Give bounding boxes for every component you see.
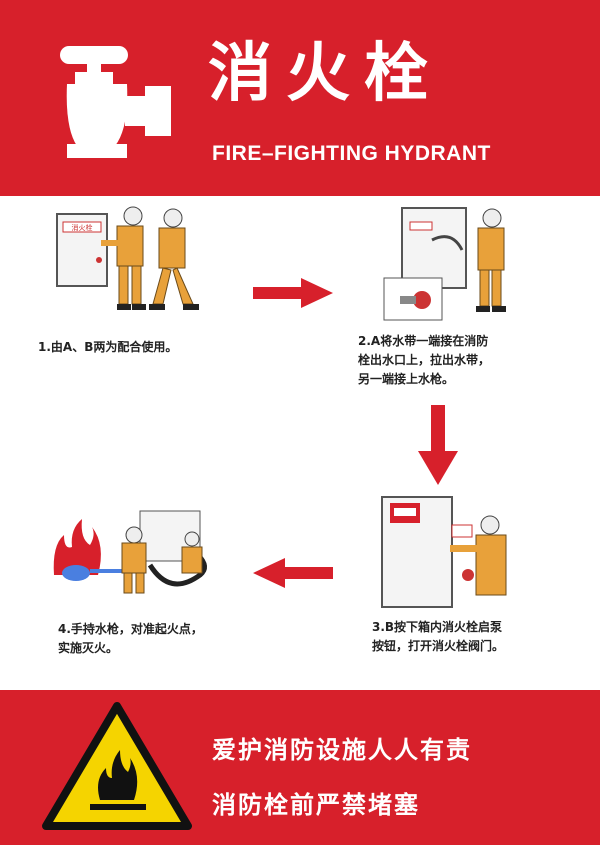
step4-illustration	[53, 510, 207, 594]
cabinet-label: 消火栓	[72, 223, 93, 232]
page-title: 消火栓	[208, 37, 442, 111]
slogan-1: 爱护消防设施人人有责	[212, 736, 472, 764]
step3-illustration	[381, 496, 507, 608]
step1-illustration: 消火栓	[56, 206, 199, 310]
flammable-warning-icon	[42, 702, 192, 830]
arrow-down-icon	[418, 405, 458, 485]
page-subtitle: FIRE–FIGHTING HYDRANT	[212, 142, 491, 165]
step2-illustration	[383, 207, 506, 321]
hydrant-icon	[60, 46, 171, 158]
step2-text: 2.A将水带一端接在消防 栓出水口上，拉出水带， 另一端接上水枪。	[358, 334, 491, 386]
arrow-right-icon	[253, 278, 333, 308]
step1-text: 1.由A、B两为配合使用。	[38, 340, 178, 354]
step4-text: 4.手持水枪，对准起火点， 实施灭火。	[58, 622, 203, 655]
arrow-left-icon	[253, 558, 333, 588]
step3-text: 3.B按下箱内消火栓启泵 按钮，打开消火栓阀门。	[372, 620, 505, 653]
slogan-2: 消防栓前严禁堵塞	[212, 791, 420, 819]
